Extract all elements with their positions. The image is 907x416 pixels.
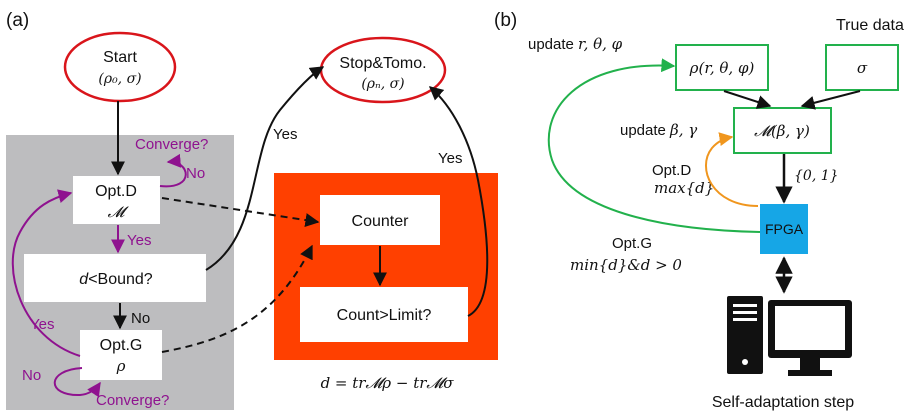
optd-sub: 𝓜 (108, 203, 130, 221)
rho-box-text: ρ(r, θ, φ) (689, 59, 755, 77)
arrow-optg-optd (11, 189, 81, 357)
start-sub: (ρ₀, σ) (98, 71, 141, 87)
optg-b-sub: min{d}&d > 0 (570, 256, 682, 274)
arrow-rho-m (723, 90, 772, 109)
no-top-label: No (186, 165, 205, 182)
computer-icon (727, 296, 852, 376)
no-mid-label: No (131, 310, 150, 327)
m-box: 𝓜(β, γ) (733, 107, 832, 154)
yes-mid-label: Yes (127, 232, 151, 249)
optg-box: Opt.G ρ (80, 330, 162, 380)
bits-label: {0, 1} (794, 168, 839, 184)
optd-b-title: Opt.D (652, 162, 691, 179)
limit-text: Count>Limit? (337, 307, 432, 324)
yes-right-label: Yes (438, 150, 462, 167)
stop-title: Stop&Tomo. (339, 55, 426, 72)
update-r-label: update r, θ, φ (528, 35, 623, 53)
bound-text: d<Bound? (79, 271, 153, 288)
fpga-text: FPGA (765, 221, 804, 237)
stop-sub: (ρₙ, σ) (361, 76, 404, 92)
arrow-bound-stop (205, 66, 325, 271)
optd-b-sub: max{d} (654, 179, 714, 197)
sigma-box: σ (825, 44, 899, 91)
bound-box: d<Bound? (24, 254, 206, 302)
converge-top-label: Converge? (135, 136, 208, 153)
converge-bottom-label: Converge? (96, 392, 169, 409)
orange-feedback-arrow (705, 132, 759, 207)
loop-optg (53, 367, 101, 398)
start-title: Start (103, 49, 137, 66)
sigma-box-text: σ (857, 59, 868, 77)
dashed-optd-counter (161, 197, 320, 228)
limit-box: Count>Limit? (300, 287, 468, 342)
update-b-label: update β, γ (620, 121, 697, 139)
optd-box: Opt.D 𝓜 (73, 176, 160, 224)
update-b-word: update (620, 122, 670, 139)
no-bottom-label: No (22, 367, 41, 384)
optg-title: Opt.G (100, 337, 143, 354)
update-r-word: update (528, 36, 578, 53)
formula: d = tr𝓜ρ − tr𝓜σ (321, 374, 455, 392)
stop-node: Stop&Tomo. (ρₙ, σ) (319, 36, 447, 104)
counter-box: Counter (320, 195, 440, 245)
optg-b-title: Opt.G (612, 235, 652, 252)
optd-title: Opt.D (95, 183, 137, 200)
optg-sub: ρ (116, 357, 126, 375)
start-node: Start (ρ₀, σ) (63, 31, 177, 103)
counter-text: Counter (352, 213, 410, 230)
bound-rest: <Bound? (88, 271, 153, 288)
yes-left-label: Yes (30, 316, 54, 333)
m-box-text: 𝓜(β, γ) (754, 122, 810, 140)
loop-optd (159, 153, 187, 188)
green-feedback-arrow (547, 58, 761, 233)
self-adaptation-caption: Self-adaptation step (712, 394, 854, 411)
rho-box: ρ(r, θ, φ) (675, 44, 769, 91)
true-data-label: True data (836, 17, 904, 34)
update-r-math: r, θ, φ (578, 35, 623, 53)
update-b-math: β, γ (669, 121, 697, 139)
panel-a-label: (a) (6, 10, 29, 31)
arrow-sigma-m (800, 90, 861, 110)
fpga-box: FPGA (760, 204, 808, 254)
arrow-limit-stop (428, 86, 489, 317)
bound-var: d (79, 271, 89, 288)
panel-b-label: (b) (494, 10, 517, 31)
yes-up-label: Yes (273, 126, 297, 143)
